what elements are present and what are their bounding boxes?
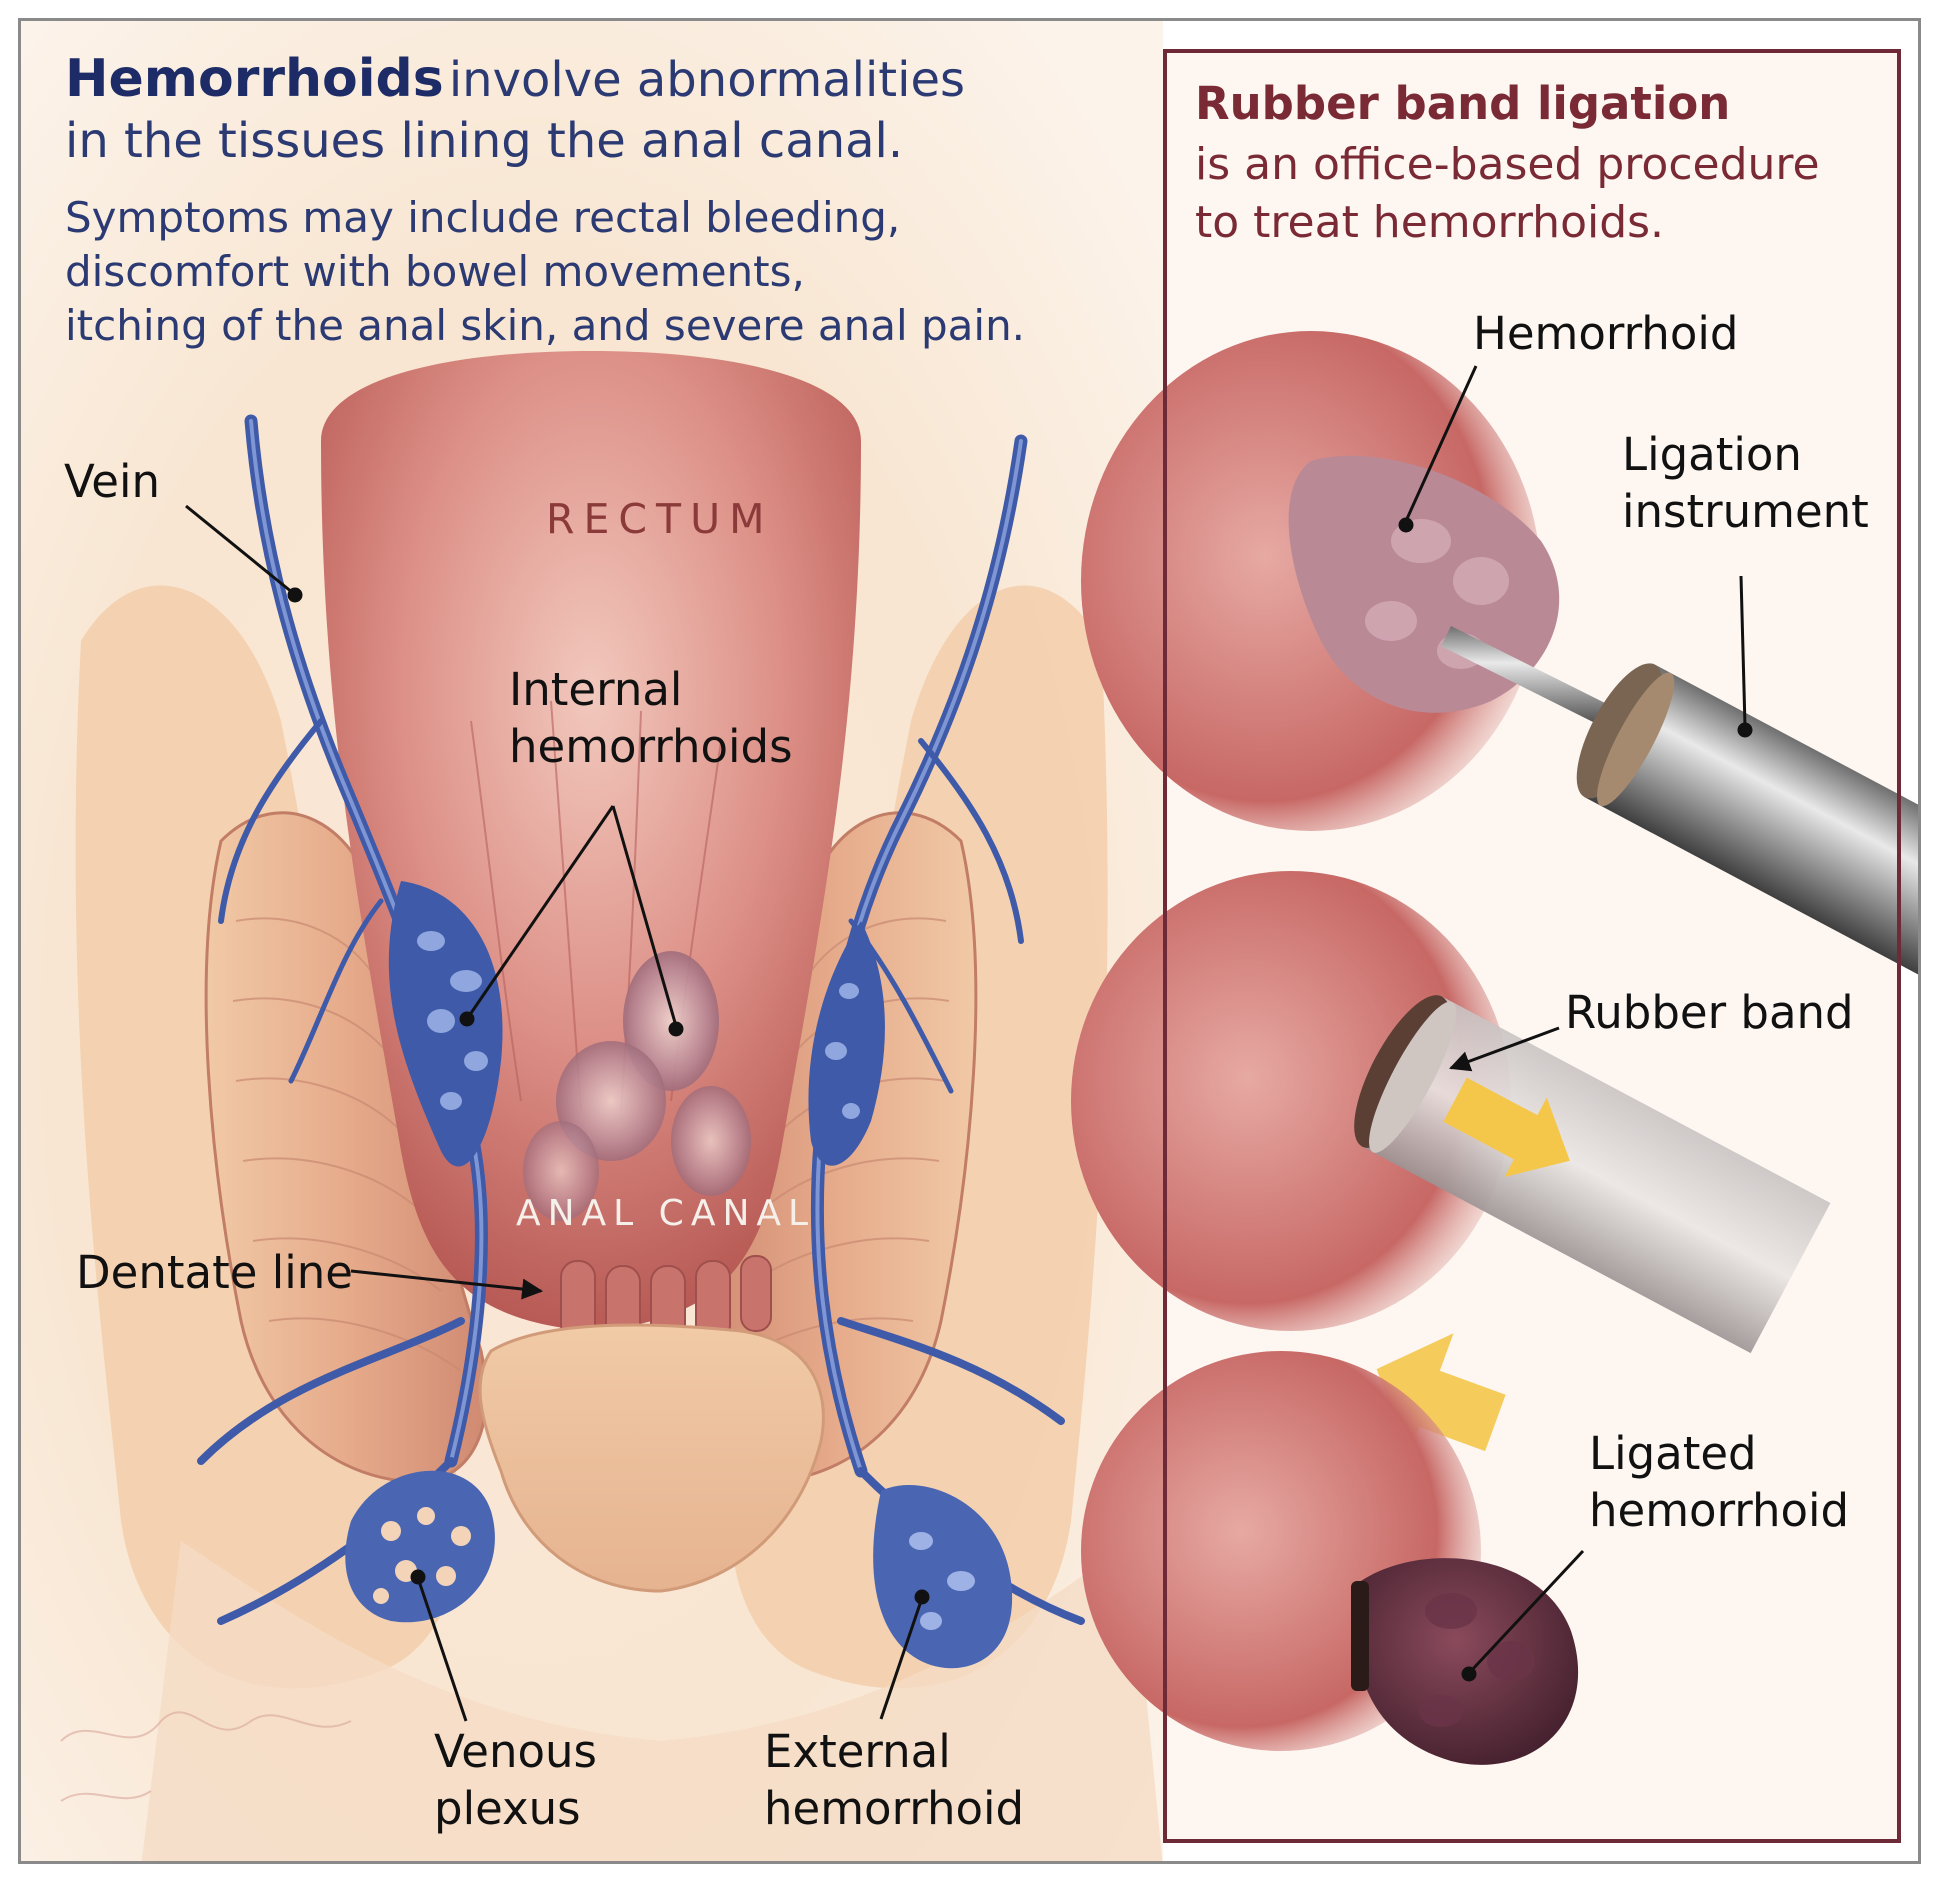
internal-hemorrhoid-cushions — [523, 951, 751, 1221]
symptoms-text: Symptoms may include rectal bleeding, di… — [65, 191, 1025, 353]
rectum-label: RECTUM — [546, 495, 774, 543]
anal-canal-label: ANAL CANAL — [516, 1193, 816, 1234]
headline: Hemorrhoids involve abnormalities — [65, 49, 965, 109]
venous-plexus-mesh — [345, 1470, 495, 1623]
rubber-band-label: Rubber band — [1565, 986, 1854, 1039]
label-line: hemorrhoid — [764, 1782, 1025, 1835]
label-line: Ligation — [1622, 428, 1802, 481]
lower-skin — [141, 1541, 1163, 1861]
right-venous-cluster — [808, 921, 885, 1166]
procedure-subtitle: is an office-based procedure to treat he… — [1195, 136, 1820, 252]
hemorrhoid-label: Hemorrhoid — [1473, 307, 1739, 360]
venous-plexus-label: Venous plexus — [434, 1723, 597, 1837]
internal-hemorrhoids-label: Internal hemorrhoids — [509, 661, 793, 775]
artist-signature — [60, 1711, 352, 1802]
label-line: Ligated — [1589, 1427, 1757, 1480]
procedure-title: Rubber band ligation — [1195, 77, 1731, 130]
procedure-panel — [1163, 49, 1901, 1843]
external-hemorrhoid-label: External hemorrhoid — [764, 1723, 1024, 1837]
headline-keyword: Hemorrhoids — [65, 49, 444, 109]
step3-ligated-hemorrhoid — [1081, 1351, 1579, 1765]
label-line: plexus — [434, 1782, 581, 1835]
subtitle-line: to treat hemorrhoids. — [1195, 197, 1665, 248]
figure-frame: Hemorrhoids involve abnormalities in the… — [18, 18, 1921, 1864]
dentate-line-label: Dentate line — [76, 1246, 353, 1299]
label-line: hemorrhoids — [509, 720, 793, 773]
external-hemorrhoid-mass — [873, 1485, 1013, 1669]
vein-label: Vein — [64, 455, 160, 508]
leader-lines-right — [1398, 365, 1753, 1682]
symptoms-line: itching of the anal skin, and severe ana… — [65, 301, 1026, 350]
label-line: hemorrhoid — [1589, 1484, 1850, 1537]
subtitle-line: is an office-based procedure — [1195, 139, 1820, 190]
ligated-hemorrhoid-label: Ligated hemorrhoid — [1589, 1425, 1849, 1539]
label-line: Internal — [509, 663, 683, 716]
muscle-striations — [232, 917, 950, 1372]
hemorrhoid-anatomy-illustration — [21, 21, 1918, 1861]
leader-lines-left — [185, 504, 930, 1722]
anal-verge-skin — [478, 1323, 825, 1593]
label-line: instrument — [1622, 485, 1869, 538]
headline-line-2: in the tissues lining the anal canal. — [65, 113, 904, 169]
step1-hemorrhoid-and-instrument — [1081, 331, 1918, 976]
symptoms-line: Symptoms may include rectal bleeding, — [65, 193, 901, 242]
step2-rubber-band-placement — [1071, 871, 1831, 1456]
ligation-instrument-label: Ligation instrument — [1622, 426, 1869, 540]
internal-venous-cluster — [388, 881, 503, 1167]
symptoms-line: discomfort with bowel movements, — [65, 247, 805, 296]
label-line: Venous — [434, 1725, 597, 1778]
label-line: External — [764, 1725, 951, 1778]
headline-rest: involve abnormalities — [448, 52, 965, 108]
